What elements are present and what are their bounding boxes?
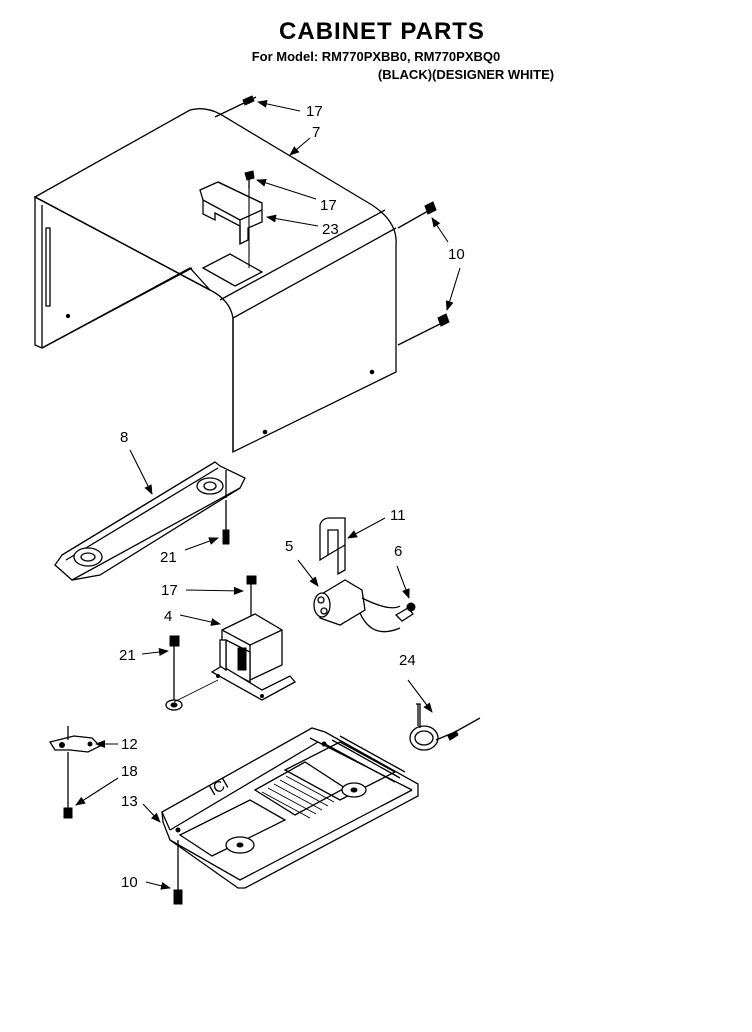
callout-21-transformer: 21 [119,647,136,664]
callout-18: 18 [121,763,138,780]
callout-5: 5 [285,538,293,555]
callout-17-bracket: 17 [320,197,337,214]
screw-21-angle [222,500,230,545]
callout-7: 7 [312,124,320,141]
screw-17-top [214,95,257,118]
screw-17-bracket [244,170,255,188]
capacitor-5 [313,579,414,633]
thermal-cutout-24 [409,703,481,751]
base-plate-vents [261,775,335,819]
callout-17-mid: 17 [161,582,178,599]
callout-10-side: 10 [448,246,465,263]
callout-10-base: 10 [121,874,138,891]
screw-18 [63,752,73,819]
transformer-4 [210,613,297,701]
callout-11: 11 [390,507,406,524]
cabinet-wrapper [33,108,397,454]
callout-23: 23 [322,221,339,238]
callout-8: 8 [120,429,128,446]
capacitor-bracket-11 [319,517,346,576]
callout-6: 6 [394,543,402,560]
screw-10-base [173,840,183,905]
screw-21-transformer [165,635,219,711]
callout-4: 4 [164,608,172,625]
screw-10-upper [397,201,437,229]
callout-17-top: 17 [306,103,323,120]
diode-6 [406,602,416,612]
callout-24: 24 [399,652,416,669]
base-angle-8 [54,461,246,581]
bracket-23 [199,181,263,268]
color-line: (BLACK)(DESIGNER WHITE) [377,67,555,82]
screw-10-lower [397,313,450,346]
callout-pointers [75,99,461,890]
page-title: CABINET PARTS [279,18,485,45]
callout-labels: 17 7 17 23 10 8 11 5 6 21 17 4 21 24 12 … [119,103,465,891]
model-line: For Model: RM770PXBB0, RM770PXBQ0 [251,49,501,64]
bracket-12 [48,726,102,753]
callout-13: 13 [121,793,138,810]
base-plate-13: ICI [161,727,419,889]
callout-12: 12 [121,736,138,753]
callout-21-angle: 21 [160,549,177,566]
